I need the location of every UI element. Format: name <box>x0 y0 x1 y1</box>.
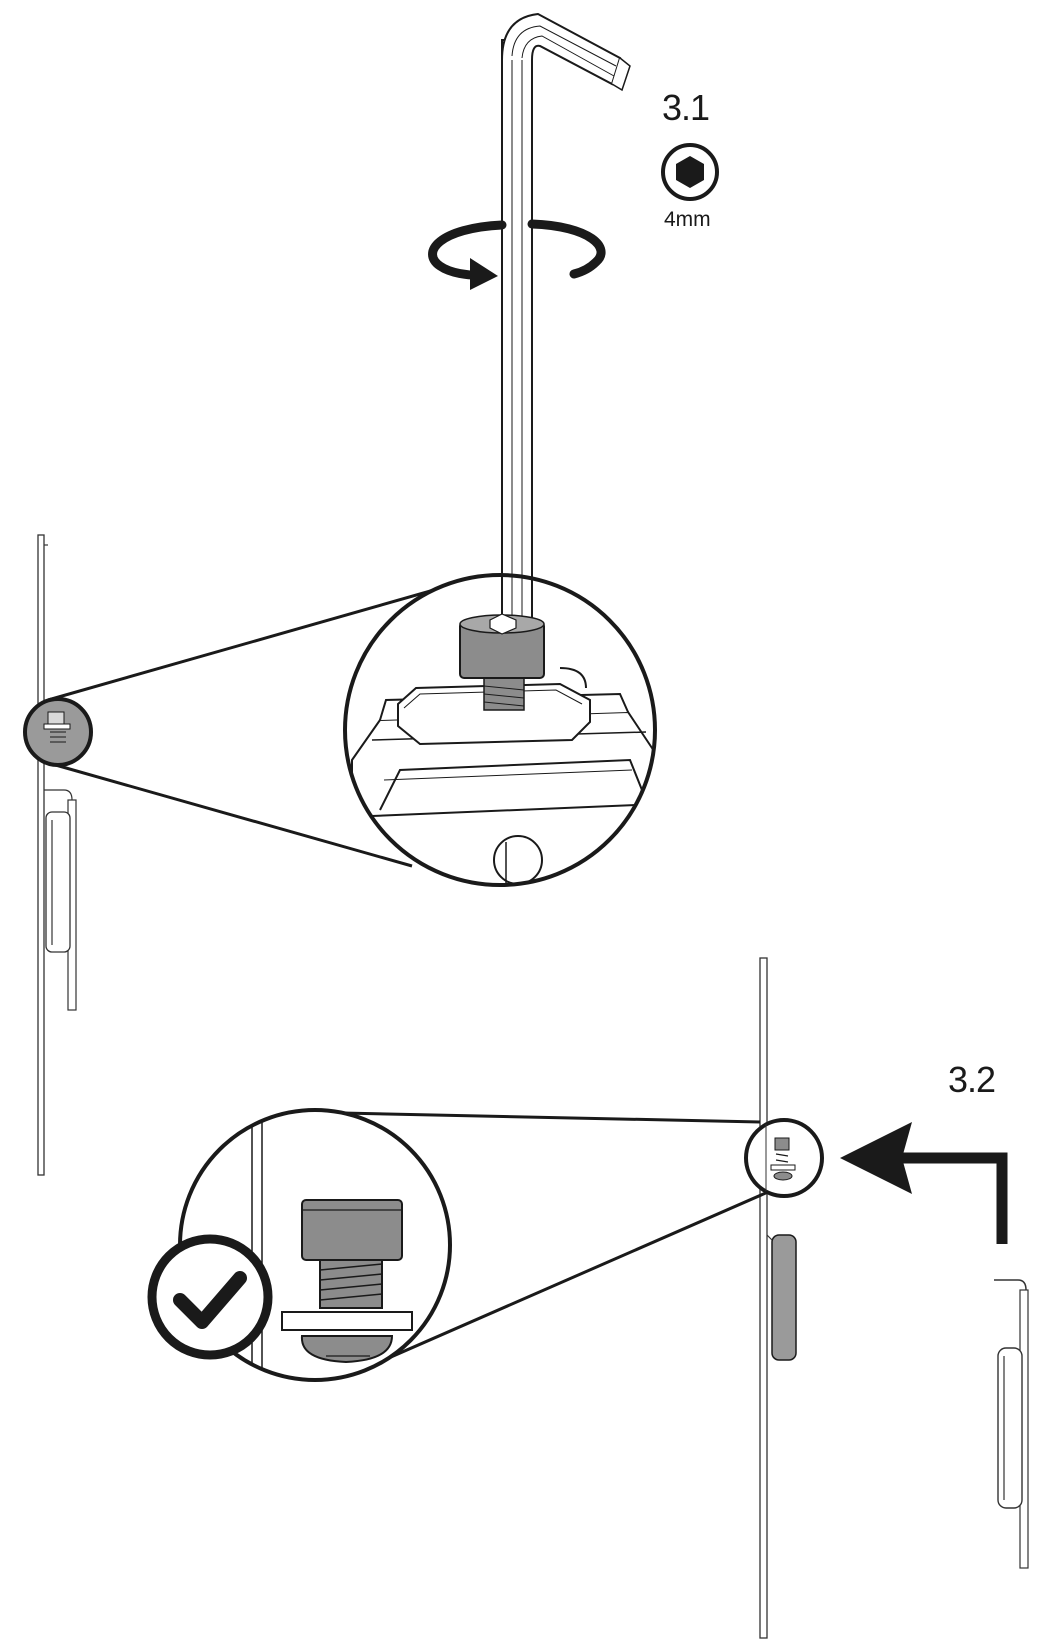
step-3-2-label: 3.2 <box>948 1059 995 1100</box>
wall-bracket-piece <box>994 1279 1029 1569</box>
checkmark-icon <box>147 1234 273 1360</box>
direction-arrow-left-icon <box>840 1122 1008 1244</box>
mounting-plate-left <box>37 534 77 1176</box>
zoom-circle-left-small <box>23 697 93 767</box>
allen-key <box>501 12 631 611</box>
zoom-connector-lines-top <box>47 580 463 868</box>
mounting-plate-right <box>759 957 797 1639</box>
zoom-circle-screw-detail <box>343 573 657 887</box>
zoom-connector-lines-bottom <box>295 1110 769 1376</box>
hex-key-size-label: 4mm <box>664 208 711 231</box>
step-3-1-label: 3.1 <box>662 87 709 128</box>
zoom-circle-right-small <box>744 1118 824 1198</box>
hex-key-icon <box>661 143 719 201</box>
rotation-arrow-icon <box>428 219 606 290</box>
